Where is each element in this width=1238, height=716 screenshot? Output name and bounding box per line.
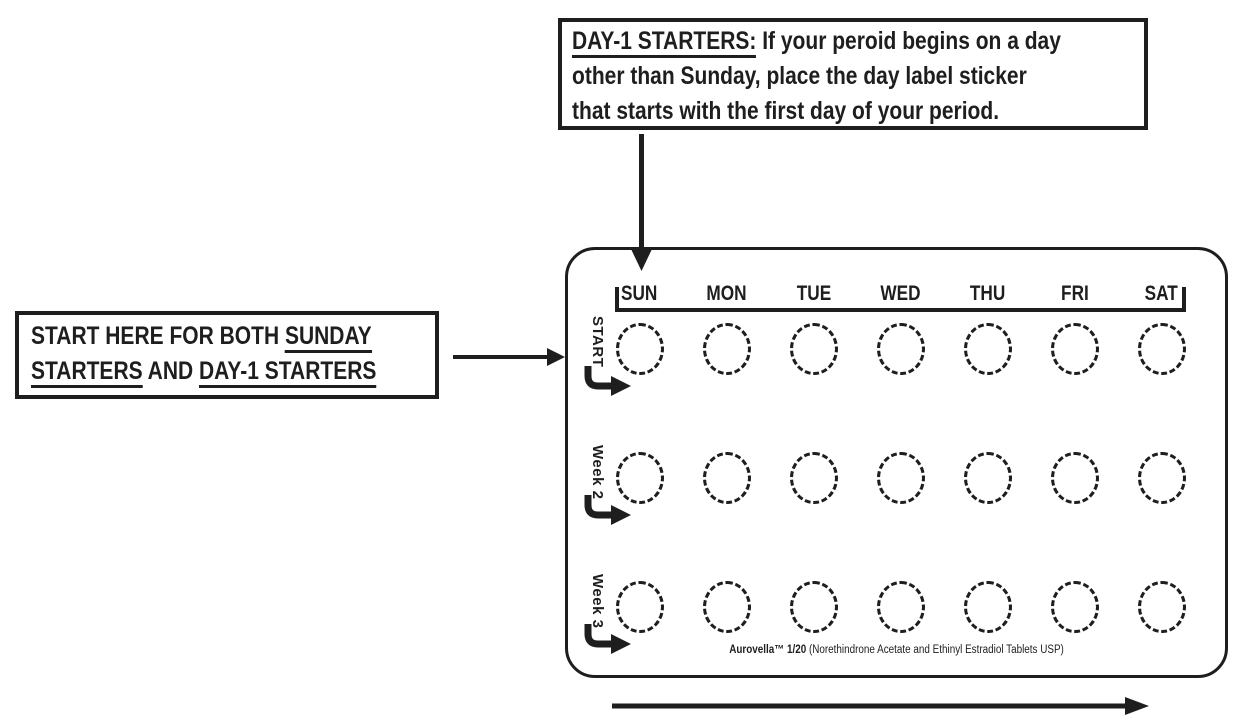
- pill-circle: [1050, 323, 1099, 375]
- day-header: SAT: [1118, 281, 1205, 307]
- pill-cell: [1118, 452, 1205, 506]
- pill-cell: [857, 581, 944, 635]
- pack-footer: Aurovella™ 1/20 (Norethindrone Acetate a…: [568, 642, 1225, 658]
- pill-cell: [770, 452, 857, 506]
- day-header: MON: [683, 281, 770, 307]
- pill-cell: [770, 323, 857, 377]
- callout-line: that starts with the first day of your p…: [572, 97, 1000, 125]
- day-header-row: SUN MON TUE WED THU FRI SAT: [596, 281, 1205, 307]
- pill-cell: [770, 581, 857, 635]
- pack-footer-text: Aurovella™ 1/20 (Norethindrone Acetate a…: [729, 642, 1064, 658]
- callout-text: AND: [142, 357, 200, 385]
- bottom-direction-arrow: [612, 697, 1149, 715]
- row-start-curved-arrow: [581, 624, 633, 654]
- day-header-label: SUN: [621, 282, 658, 305]
- pill-circle: [789, 581, 838, 633]
- row-label: Week 2: [589, 445, 606, 500]
- pill-cell: [857, 452, 944, 506]
- pill-circle: [789, 323, 838, 375]
- callout-line: START HERE FOR BOTH SUNDAY: [31, 319, 372, 354]
- callout-text: If your peroid begins on a day: [756, 27, 1061, 55]
- pill-circle: [1137, 581, 1186, 633]
- day-header: FRI: [1031, 281, 1118, 307]
- pill-circle: [702, 323, 751, 375]
- generic-name: (Norethindrone Acetate and Ethinyl Estra…: [806, 644, 1064, 656]
- brand-name: Aurovella™ 1/20: [729, 644, 807, 656]
- day-header-label: THU: [969, 282, 1006, 305]
- header-bracket-right-tick: [1182, 287, 1186, 312]
- row-start-curved-arrow: [581, 495, 633, 525]
- pill-circle: [615, 323, 664, 375]
- pill-cell: [683, 581, 770, 635]
- pill-circle: [876, 581, 925, 633]
- pill-circle: [1050, 581, 1099, 633]
- day-header: TUE: [770, 281, 857, 307]
- pill-cell: [1118, 323, 1205, 377]
- pill-circle: [615, 581, 664, 633]
- pill-cell: [1031, 581, 1118, 635]
- day-header: THU: [944, 281, 1031, 307]
- pill-circle: [876, 452, 925, 504]
- pill-circle: [1137, 452, 1186, 504]
- day-header-label: MON: [706, 282, 747, 305]
- row-label: START: [589, 316, 606, 368]
- pill-circle: [876, 323, 925, 375]
- pill-circle: [789, 452, 838, 504]
- pill-cell: [944, 581, 1031, 635]
- callout-text: START HERE FOR BOTH: [31, 322, 285, 350]
- callout-text-underlined: DAY-1 STARTERS: [199, 357, 377, 388]
- pill-cell: [596, 452, 683, 506]
- pill-cell: [944, 452, 1031, 506]
- callout-line: STARTERS AND DAY-1 STARTERS: [31, 354, 377, 389]
- pill-circle: [963, 323, 1012, 375]
- pill-cell: [857, 323, 944, 377]
- pill-cell: [1118, 581, 1205, 635]
- day-header-label: TUE: [796, 282, 831, 305]
- pill-row: [596, 581, 1205, 635]
- header-bracket-line: [615, 308, 1186, 312]
- day1-starters-heading: DAY-1 STARTERS:: [572, 27, 757, 58]
- callout-text-underlined: STARTERS: [31, 357, 143, 388]
- day1-starters-callout: DAY-1 STARTERS: If your peroid begins on…: [558, 18, 1148, 130]
- row-start-curved-arrow: [581, 366, 633, 396]
- row-label: Week 3: [589, 574, 606, 629]
- pill-circle: [1050, 452, 1099, 504]
- start-here-callout: START HERE FOR BOTH SUNDAY STARTERS AND …: [15, 311, 439, 399]
- pill-cell: [683, 452, 770, 506]
- pill-circle: [702, 581, 751, 633]
- day-header-label: WED: [880, 282, 921, 305]
- callout-line: other than Sunday, place the day label s…: [572, 62, 1027, 90]
- header-bracket-left-tick: [615, 287, 619, 312]
- day-header-label: SAT: [1144, 282, 1179, 305]
- pill-cell: [1031, 452, 1118, 506]
- day-header: WED: [857, 281, 944, 307]
- pill-circle: [615, 452, 664, 504]
- pill-circle: [963, 581, 1012, 633]
- pill-cell: [1031, 323, 1118, 377]
- callout-line: DAY-1 STARTERS: If your peroid begins on…: [572, 24, 1061, 59]
- pill-circle: [1137, 323, 1186, 375]
- pill-circle: [702, 452, 751, 504]
- pill-cell: [683, 323, 770, 377]
- pill-cell: [596, 323, 683, 377]
- pill-circle: [963, 452, 1012, 504]
- pill-cell: [596, 581, 683, 635]
- pill-row: [596, 452, 1205, 506]
- right-arrow: [453, 348, 565, 366]
- pill-cell: [944, 323, 1031, 377]
- down-arrow: [631, 134, 652, 271]
- day-header-label: FRI: [1060, 282, 1089, 305]
- day-header: SUN: [596, 281, 683, 307]
- callout-text-underlined: SUNDAY: [284, 322, 372, 353]
- pill-row: [596, 323, 1205, 377]
